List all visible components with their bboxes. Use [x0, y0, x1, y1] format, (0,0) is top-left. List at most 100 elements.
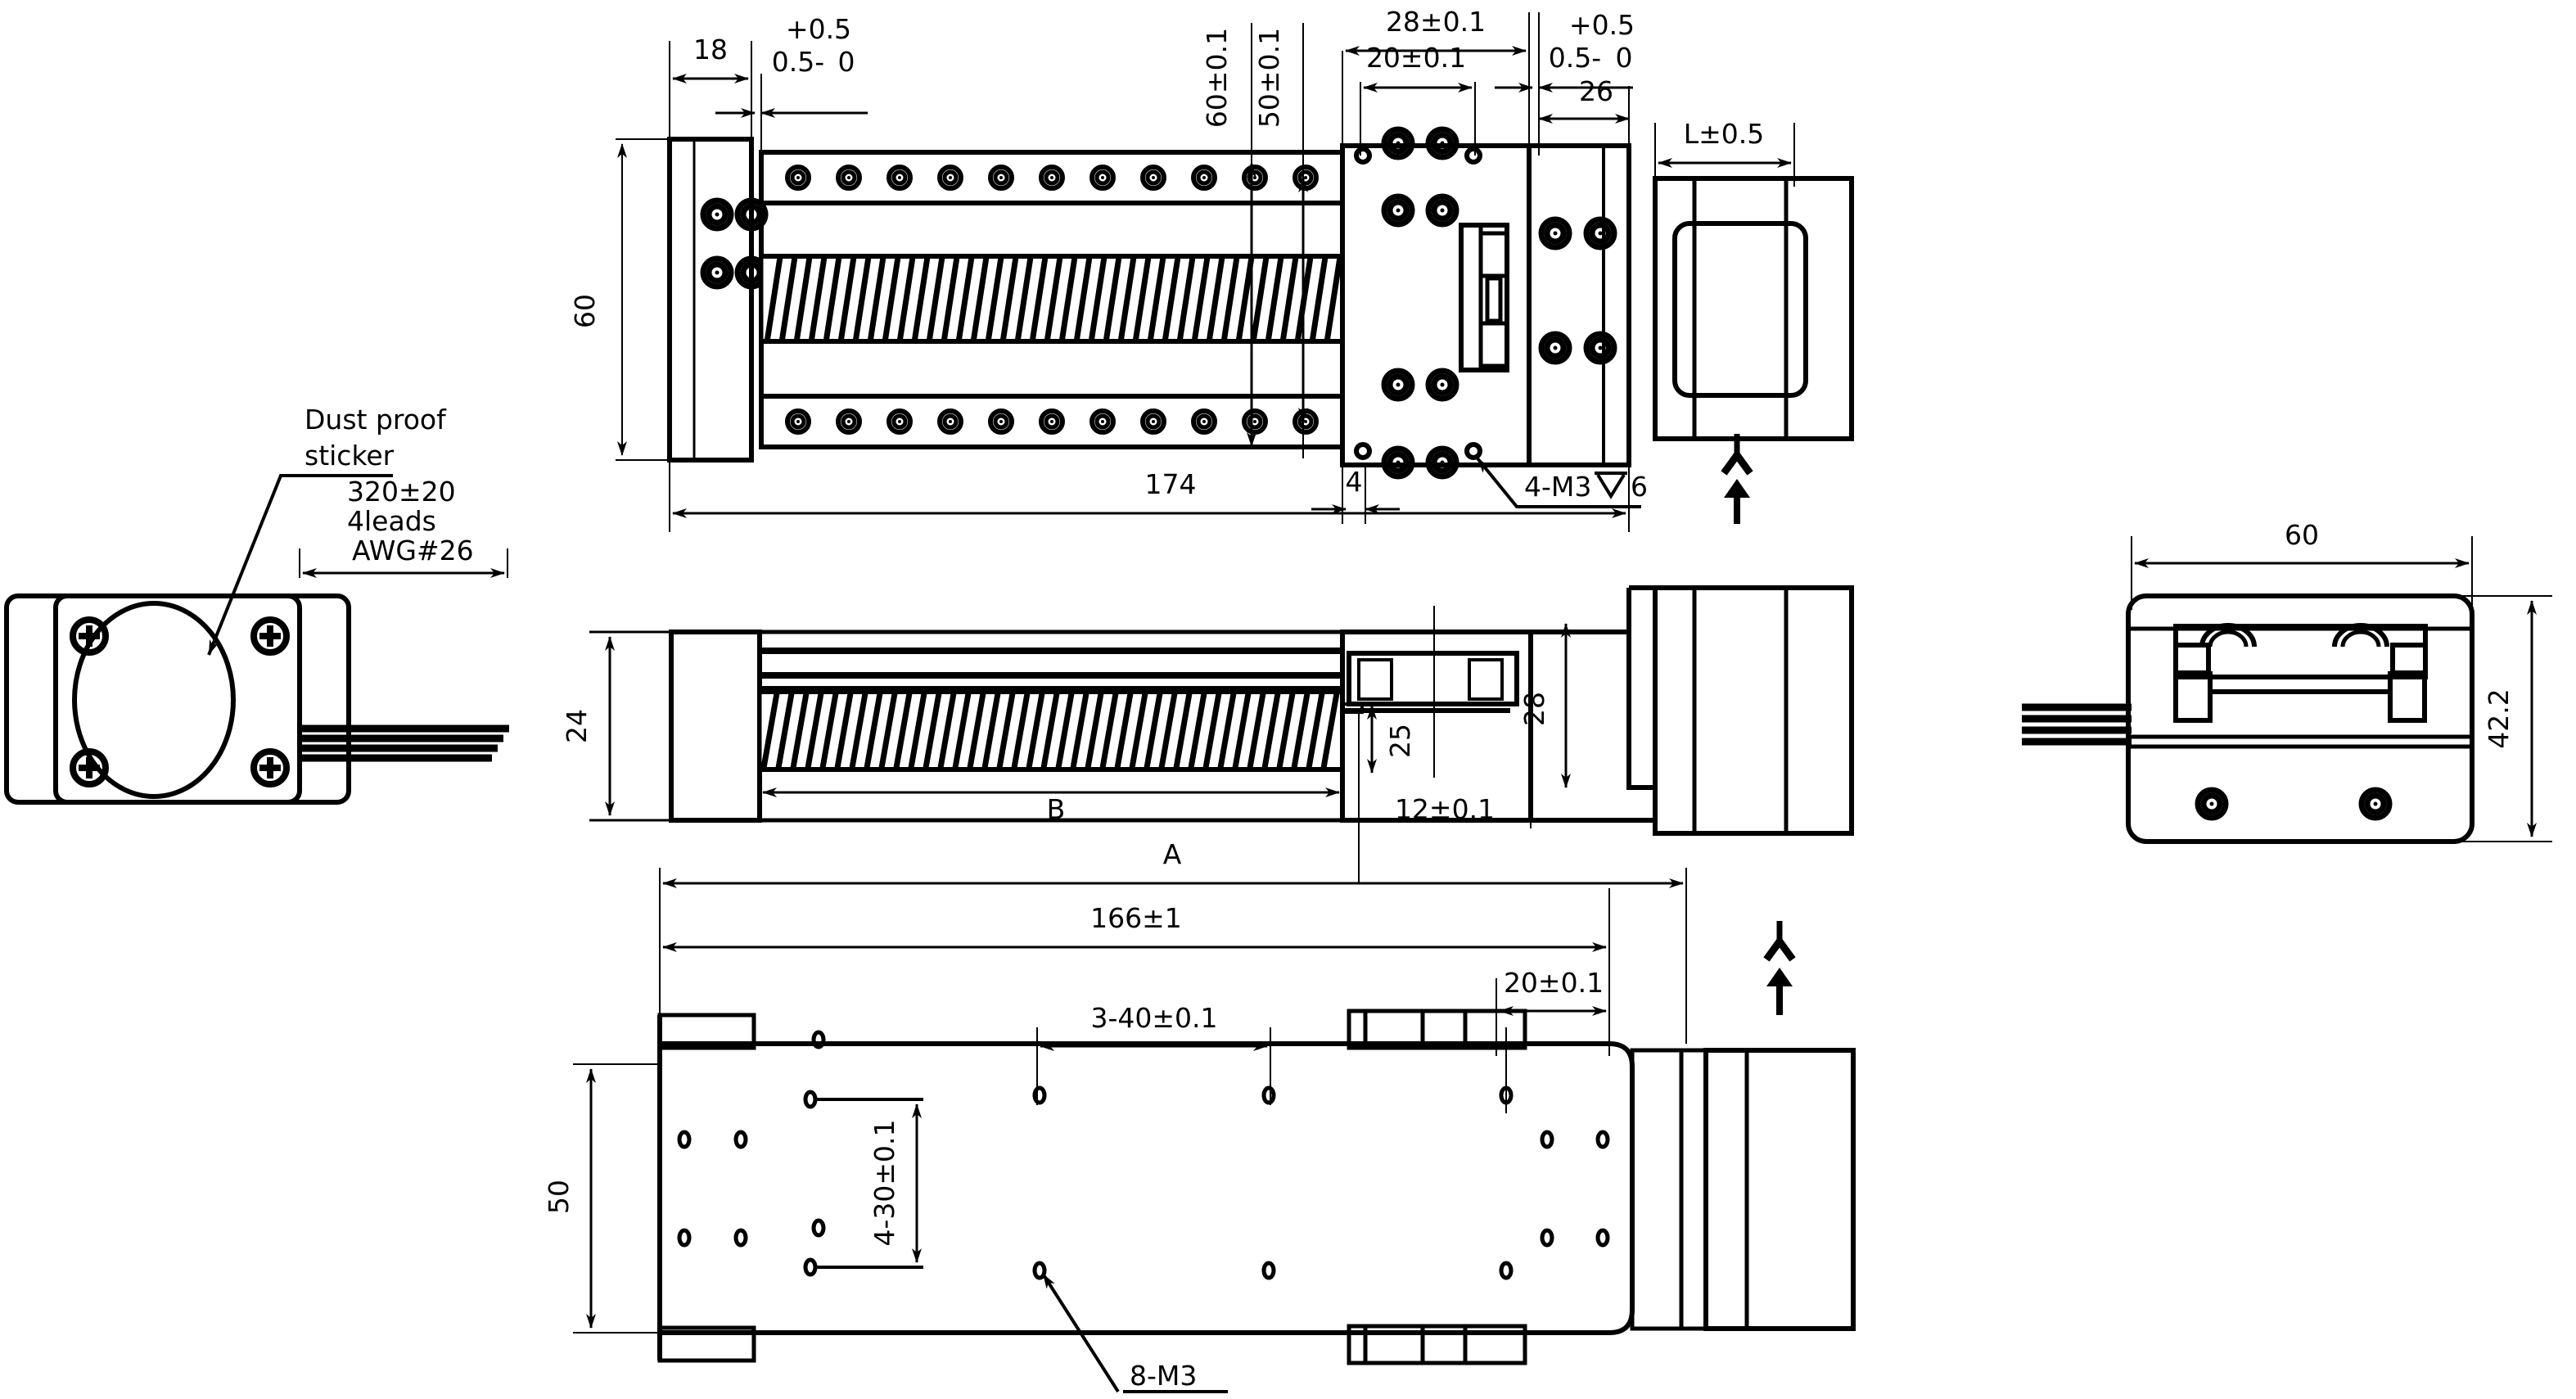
note-dust-proof-sticker: Dust proof sticker [207, 404, 447, 656]
depth-symbol-icon [1595, 472, 1627, 499]
mounting-hole [805, 1092, 815, 1107]
dim-label-174: 174 [1145, 468, 1197, 500]
counterbore-hole [1384, 129, 1412, 157]
mounting-hole [736, 1132, 746, 1147]
dim-bottom-end-offset-20: 20±0.1 [1496, 967, 1610, 1056]
top-view-motor-mount [1527, 143, 1631, 467]
dim-top-offset-4: 4 [1311, 465, 1400, 524]
counterbore-hole [1541, 219, 1569, 247]
note-lead-spec: 320±20 4leads AWG#26 [299, 476, 508, 578]
dim-label-tol2-value: 0.5- [1549, 42, 1601, 74]
dim-bottom-166: 166±1 [662, 888, 1610, 1044]
mounting-hole [1542, 1132, 1552, 1147]
dowel-hole [1467, 445, 1480, 458]
motor-shaft-boss [72, 601, 236, 799]
mounting-hole [814, 1221, 823, 1235]
motor-end-view: Dust proof sticker 320±20 4leads AWG#26 [4, 404, 509, 805]
dim-top-length-174: 174 [669, 460, 1630, 532]
dowel-hole [1356, 445, 1369, 458]
counterbore-hole [703, 201, 731, 228]
mounting-hole [1501, 1263, 1511, 1278]
top-view-motor [1653, 176, 1854, 441]
top-view-end-block [667, 137, 765, 463]
dim-top-carriage-edge-tolerance: +0.5 0.5- 0 [1495, 9, 1635, 156]
dim-label-26: 26 [1579, 75, 1613, 107]
lead-screw-thread-side [757, 689, 1345, 772]
dim-top-body-width-60: 60 [569, 138, 679, 461]
top-view-carriage-block [1340, 129, 1532, 476]
dim-label-50-tol: 50±0.1 [1253, 28, 1285, 128]
side-view-motor [1626, 585, 1854, 836]
motor-lead-wires [298, 724, 509, 763]
dim-label-20: 20±0.1 [1366, 42, 1466, 74]
lead-gauge-label: AWG#26 [352, 535, 474, 566]
dim-top-motor-mount-26: 26 [1538, 75, 1630, 156]
dim-top-rail-offset-tolerance: +0.5 0.5- 0 [715, 13, 868, 151]
dim-label-24: 24 [561, 709, 593, 743]
dim-label-4-30: 4-30±0.1 [868, 1119, 900, 1246]
dim-bottom-overall-A: A [659, 838, 1687, 1044]
label-8-M3: 8-M3 [1130, 1360, 1197, 1392]
dim-label-tol-lower: 0 [838, 46, 855, 78]
counterbore-hole [1428, 196, 1456, 224]
counterbore-hole [1541, 334, 1569, 362]
counterbore-hole [703, 259, 731, 287]
dim-side-height-24: 24 [561, 630, 679, 822]
counterbore-hole [1384, 371, 1412, 399]
dim-label-tol-upper: +0.5 [786, 13, 851, 45]
dim-end-width-60: 60 [2131, 519, 2473, 610]
dim-label-42-2: 42.2 [2483, 688, 2515, 748]
mounting-hole [1598, 1132, 1608, 1147]
mounting-hole [679, 1230, 689, 1245]
section-break-arrow-top [1721, 434, 1753, 524]
mounting-hole [805, 1260, 815, 1275]
mounting-hole [679, 1132, 689, 1147]
dim-end-height-42-2: 42.2 [2456, 595, 2552, 842]
side-view-body [757, 630, 1345, 823]
end-view-top-screws [2199, 623, 2389, 648]
dim-label-B: B [1047, 793, 1066, 825]
dim-label-tol2-lower: 0 [1616, 42, 1633, 74]
dim-label-4: 4 [1346, 466, 1363, 498]
dowel-hole [1467, 149, 1480, 162]
dowel-hole [1356, 149, 1369, 162]
mounting-hole [736, 1230, 746, 1245]
dim-label-166: 166±1 [1090, 902, 1182, 934]
dim-top-motor-length-L: L±0.5 [1654, 118, 1795, 187]
counterbore-hole [1586, 219, 1614, 247]
note-line1: Dust proof [305, 404, 447, 435]
label-depth-value: 6 [1631, 471, 1648, 503]
lead-screw-thread [759, 254, 1345, 344]
dim-label-60-tol: 60±0.1 [1201, 28, 1233, 128]
leader-8-M3: 8-M3 [1041, 1272, 1228, 1393]
mounting-hole [1598, 1230, 1608, 1245]
top-view-main-body [759, 150, 1345, 449]
dim-side-carriage-25: 25 [1358, 606, 1435, 884]
lead-count-label: 4leads [347, 505, 436, 537]
motor-screw-icon [254, 620, 286, 652]
dim-label-28: 28±0.1 [1386, 6, 1486, 38]
dim-side-mount-12: 12±0.1 [1358, 793, 1532, 828]
dim-label-3-40: 3-40±0.1 [1090, 1002, 1217, 1034]
dim-label-tol-value: 0.5- [772, 46, 824, 78]
motor-screw-icon [254, 751, 286, 784]
end-view-lead-wires [2022, 703, 2132, 746]
section-break-arrow-bottom [1763, 921, 1796, 1015]
dim-label-tol2-upper: +0.5 [1569, 9, 1635, 41]
label-4-M3: 4-M3 [1524, 471, 1591, 503]
dim-label-25: 25 [1384, 724, 1416, 758]
dim-side-screw-B: B [759, 769, 1343, 825]
bottom-view-body [657, 921, 1856, 1365]
mounting-hole [1542, 1230, 1552, 1245]
dim-top-carriage-28-20: 28±0.1 20±0.1 [1342, 6, 1530, 156]
dim-bottom-width-50: 50 [543, 1063, 660, 1334]
dim-side-overall-28: 28 [1518, 623, 1571, 788]
note-line2: sticker [305, 440, 395, 472]
mounting-hole [1264, 1088, 1274, 1103]
bottom-plan-view: A 166±1 3-40±0.1 20±0.1 50 [543, 838, 1856, 1393]
counterbore-hole [1428, 371, 1456, 399]
mounting-hole [1035, 1088, 1044, 1103]
end-view-rail-carriage [2173, 624, 2428, 679]
top-view: 60 18 +0.5 0.5- 0 [569, 6, 1854, 532]
